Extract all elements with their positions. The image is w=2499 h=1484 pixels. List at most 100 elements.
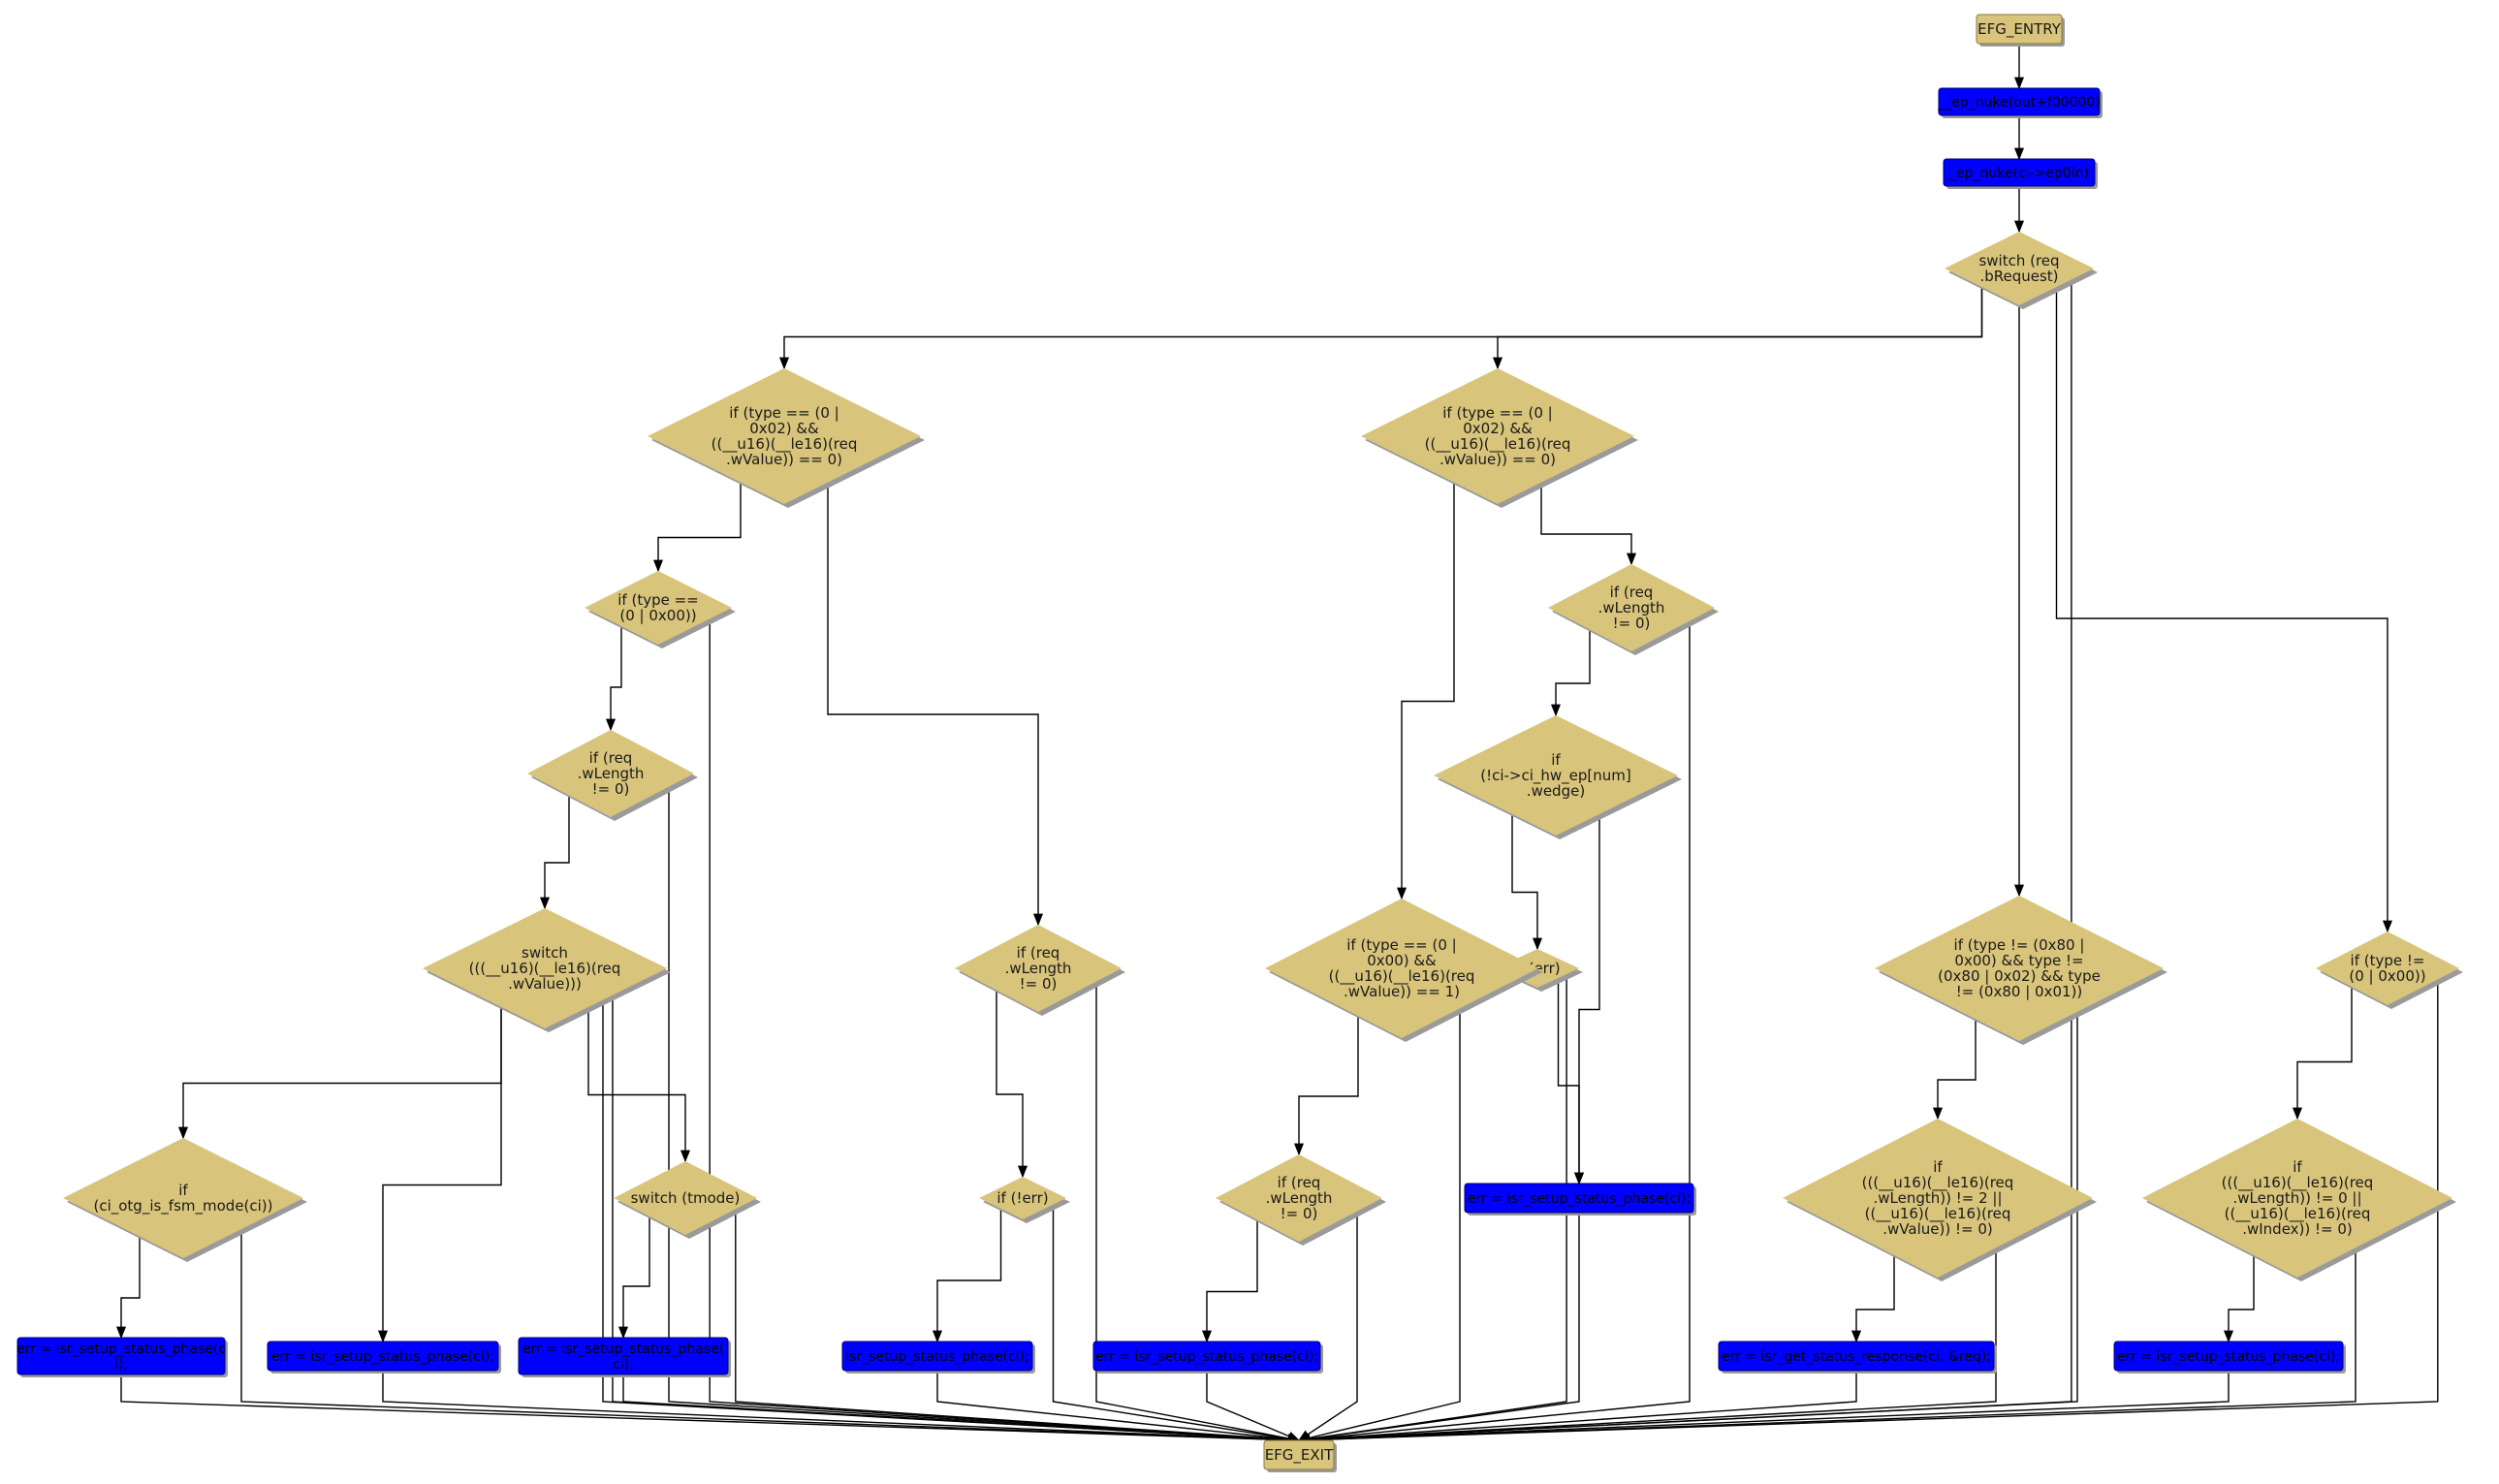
node-entry[interactable]: EFG_ENTRY (1976, 14, 2065, 47)
node-a1-label-line: __ep_nuke(out+f00000) (1937, 95, 2101, 111)
edge-wedge-to-b6-36 (1573, 805, 1600, 1185)
node-t0[interactable]: if (type ==(0 | 0x00)) (585, 571, 736, 648)
node-rwl3-label-line: .wLength (1598, 599, 1665, 616)
edge-wedge-to-err2-35 (1511, 805, 1543, 951)
node-wlen0-label-line: if (2293, 1158, 2302, 1176)
node-b1[interactable]: err = isr_setup_status_phase(ci); (16, 1337, 228, 1377)
node-b8-label-line: err = isr_setup_status_phase(ci); (2117, 1349, 2340, 1365)
node-b8[interactable]: err = isr_setup_status_phase(ci); (2113, 1341, 2346, 1373)
edge-err1-to-exit-26 (1052, 1205, 1301, 1444)
node-rwl1-label-line: if (req (589, 749, 633, 767)
node-dL-label-line: if (type == (0 | (729, 404, 838, 422)
node-b6[interactable]: err = isr_setup_status_phase(ci); (1464, 1183, 1696, 1216)
node-dL[interactable]: if (type == (0 |0x02) &&((__u16)(__le16)… (648, 368, 925, 508)
node-swv[interactable]: switch(((__u16)(__le16)(req.wValue))) (423, 908, 671, 1032)
node-dL-label-line: ((__u16)(__le16)(req (712, 435, 858, 454)
node-b5-label-line: err = isr_setup_status_phase(ci); (1095, 1349, 1318, 1365)
node-b6-label-line: err = isr_setup_status_phase(ci); (1468, 1191, 1691, 1207)
node-b5-box (1092, 1341, 1321, 1372)
edge-sw-to-dM-4 (1492, 287, 1983, 370)
node-fsm[interactable]: if(ci_otg_is_fsm_mode(ci)) (63, 1138, 307, 1262)
node-b2-label-line: err = isr_setup_status_phase(ci); (271, 1349, 494, 1365)
node-dM-label-line: .wValue)) == 0) (1439, 451, 1556, 468)
node-b3-label-line: ci); (613, 1357, 634, 1373)
node-err1[interactable]: if (!err) (979, 1177, 1070, 1223)
node-b1-label-line: err = isr_setup_status_phase(c (16, 1342, 226, 1357)
edge-tmode-to-exit-22 (735, 1211, 1301, 1445)
node-rwl3-label-line: if (req (1610, 584, 1654, 601)
node-b7[interactable]: err = isr_get_status_response(ci, &req); (1718, 1341, 1997, 1373)
node-sw[interactable]: switch (req.bRequest) (1945, 232, 2098, 309)
node-rwl3[interactable]: if (req.wLength!= 0) (1548, 564, 1719, 655)
node-swv-label-line: .wValue))) (508, 975, 582, 993)
node-t1[interactable]: if (type == (0 |0x00) &&((__u16)(__le16)… (1265, 899, 1542, 1042)
node-a2[interactable]: _ep_nuke(ci->ep0in) (1943, 158, 2098, 189)
node-swv-label-line: (((__u16)(__le16)(req (469, 960, 621, 978)
node-b1-label-line: i); (114, 1357, 128, 1373)
node-t0-label-line: if (type == (617, 591, 698, 609)
node-rwl1[interactable]: if (req.wLength!= 0) (527, 730, 698, 821)
node-rwl2[interactable]: if (req.wLength!= 0) (955, 925, 1125, 1016)
edge-dL-to-rwl2-9 (827, 470, 1044, 927)
edge-rwl4-to-b5-31 (1201, 1219, 1258, 1343)
node-wlen0-label-line: (((__u16)(__le16)(req (2222, 1174, 2374, 1192)
node-rwl2-label-line: != 0) (1020, 975, 1058, 993)
node-wlen0[interactable]: if(((__u16)(__le16)(req.wLength)) != 0 |… (2142, 1119, 2456, 1281)
node-rwl4[interactable]: if (req.wLength!= 0) (1216, 1154, 1386, 1246)
node-sw-label-line: switch (req (1978, 252, 2059, 269)
node-b2[interactable]: err = isr_setup_status_phase(ci); (267, 1341, 501, 1373)
node-tne-diamond (2316, 931, 2459, 1005)
node-a1[interactable]: __ep_nuke(out+f00000) (1937, 87, 2103, 118)
node-wlen0-diamond (2142, 1119, 2452, 1278)
edge-dM-to-t1-27 (1396, 470, 1455, 900)
node-b5[interactable]: err = isr_setup_status_phase(ci); (1092, 1341, 1323, 1373)
node-exit-label-line: EFG_EXIT (1265, 1446, 1334, 1465)
nodes-layer: EFG_ENTRY __ep_nuke(out+f00000) _ep_nuke(c… (16, 14, 2463, 1472)
node-t80-label-line: 0x00) && type != (1954, 952, 2083, 969)
node-b4-box (841, 1341, 1033, 1372)
node-dM-label-line: if (type == (0 | (1442, 404, 1552, 422)
edge-wlen2-to-b7-41 (1851, 1238, 1895, 1343)
edge-rwl4-to-exit-32 (1297, 1214, 1358, 1441)
node-sw-label-line: .bRequest) (1979, 268, 2058, 285)
node-entry-box (1976, 14, 2063, 45)
node-exit[interactable]: EFG_EXIT (1263, 1439, 1337, 1472)
edge-err2-to-b6-37 (1557, 978, 1585, 1185)
node-err1-label-line: if (!err) (996, 1189, 1048, 1207)
node-t80[interactable]: if (type != (0x80 |0x00) && type !=(0x80… (1875, 896, 2167, 1045)
edge-t80-to-exit-40 (1297, 995, 2078, 1445)
edge-sw-to-tne-6 (2055, 287, 2393, 933)
node-tne[interactable]: if (type !=(0 | 0x00)) (2316, 931, 2463, 1009)
node-wedge-label-line: if (1551, 751, 1561, 769)
node-dM[interactable]: if (type == (0 |0x02) &&((__u16)(__le16)… (1361, 368, 1638, 508)
node-wedge-label-line: (!ci->ci_hw_ep[num] (1480, 767, 1631, 785)
node-t80-diamond (1875, 896, 2164, 1041)
node-fsm-diamond (63, 1138, 303, 1258)
edge-b7-to-exit-53 (1297, 1371, 1857, 1445)
edge-swv-to-b2-15 (377, 998, 502, 1343)
node-t80-label-line: != (0x80 | 0x01)) (1956, 983, 2083, 1000)
node-a1-box (1938, 87, 2101, 116)
node-err1-diamond (979, 1177, 1066, 1219)
edge-b2-to-exit-48 (382, 1371, 1301, 1445)
edge-b1-to-exit-47 (120, 1374, 1301, 1445)
node-b8-box (2113, 1341, 2344, 1372)
node-wedge[interactable]: if(!ci->ci_hw_ep[num].wedge) (1434, 715, 1682, 839)
node-tmode[interactable]: switch (tmode) (614, 1161, 761, 1239)
node-b4[interactable]: isr_setup_status_phase(ci); (841, 1341, 1035, 1373)
node-t1-label-line: ((__u16)(__le16)(req (1329, 967, 1475, 986)
edge-swv-to-tmode-16 (587, 998, 691, 1163)
node-dM-diamond (1361, 368, 1634, 504)
node-dL-diamond (648, 368, 921, 504)
node-rwl4-label-line: if (req (1278, 1174, 1321, 1191)
edge-wlen2-to-exit-42 (1297, 1226, 1997, 1445)
node-sw-diamond (1945, 232, 2094, 305)
edge-wlen0-to-b8-45 (2223, 1238, 2255, 1343)
node-tne-label-line: if (type != (2351, 952, 2425, 969)
edge-b4-to-exit-50 (936, 1371, 1301, 1444)
node-wlen2[interactable]: if(((__u16)(__le16)(req.wLength)) != 2 |… (1783, 1119, 2097, 1281)
node-b3[interactable]: err = isr_setup_status_phase(ci); (518, 1337, 731, 1377)
edge-fsm-to-b1-19 (115, 1228, 141, 1340)
